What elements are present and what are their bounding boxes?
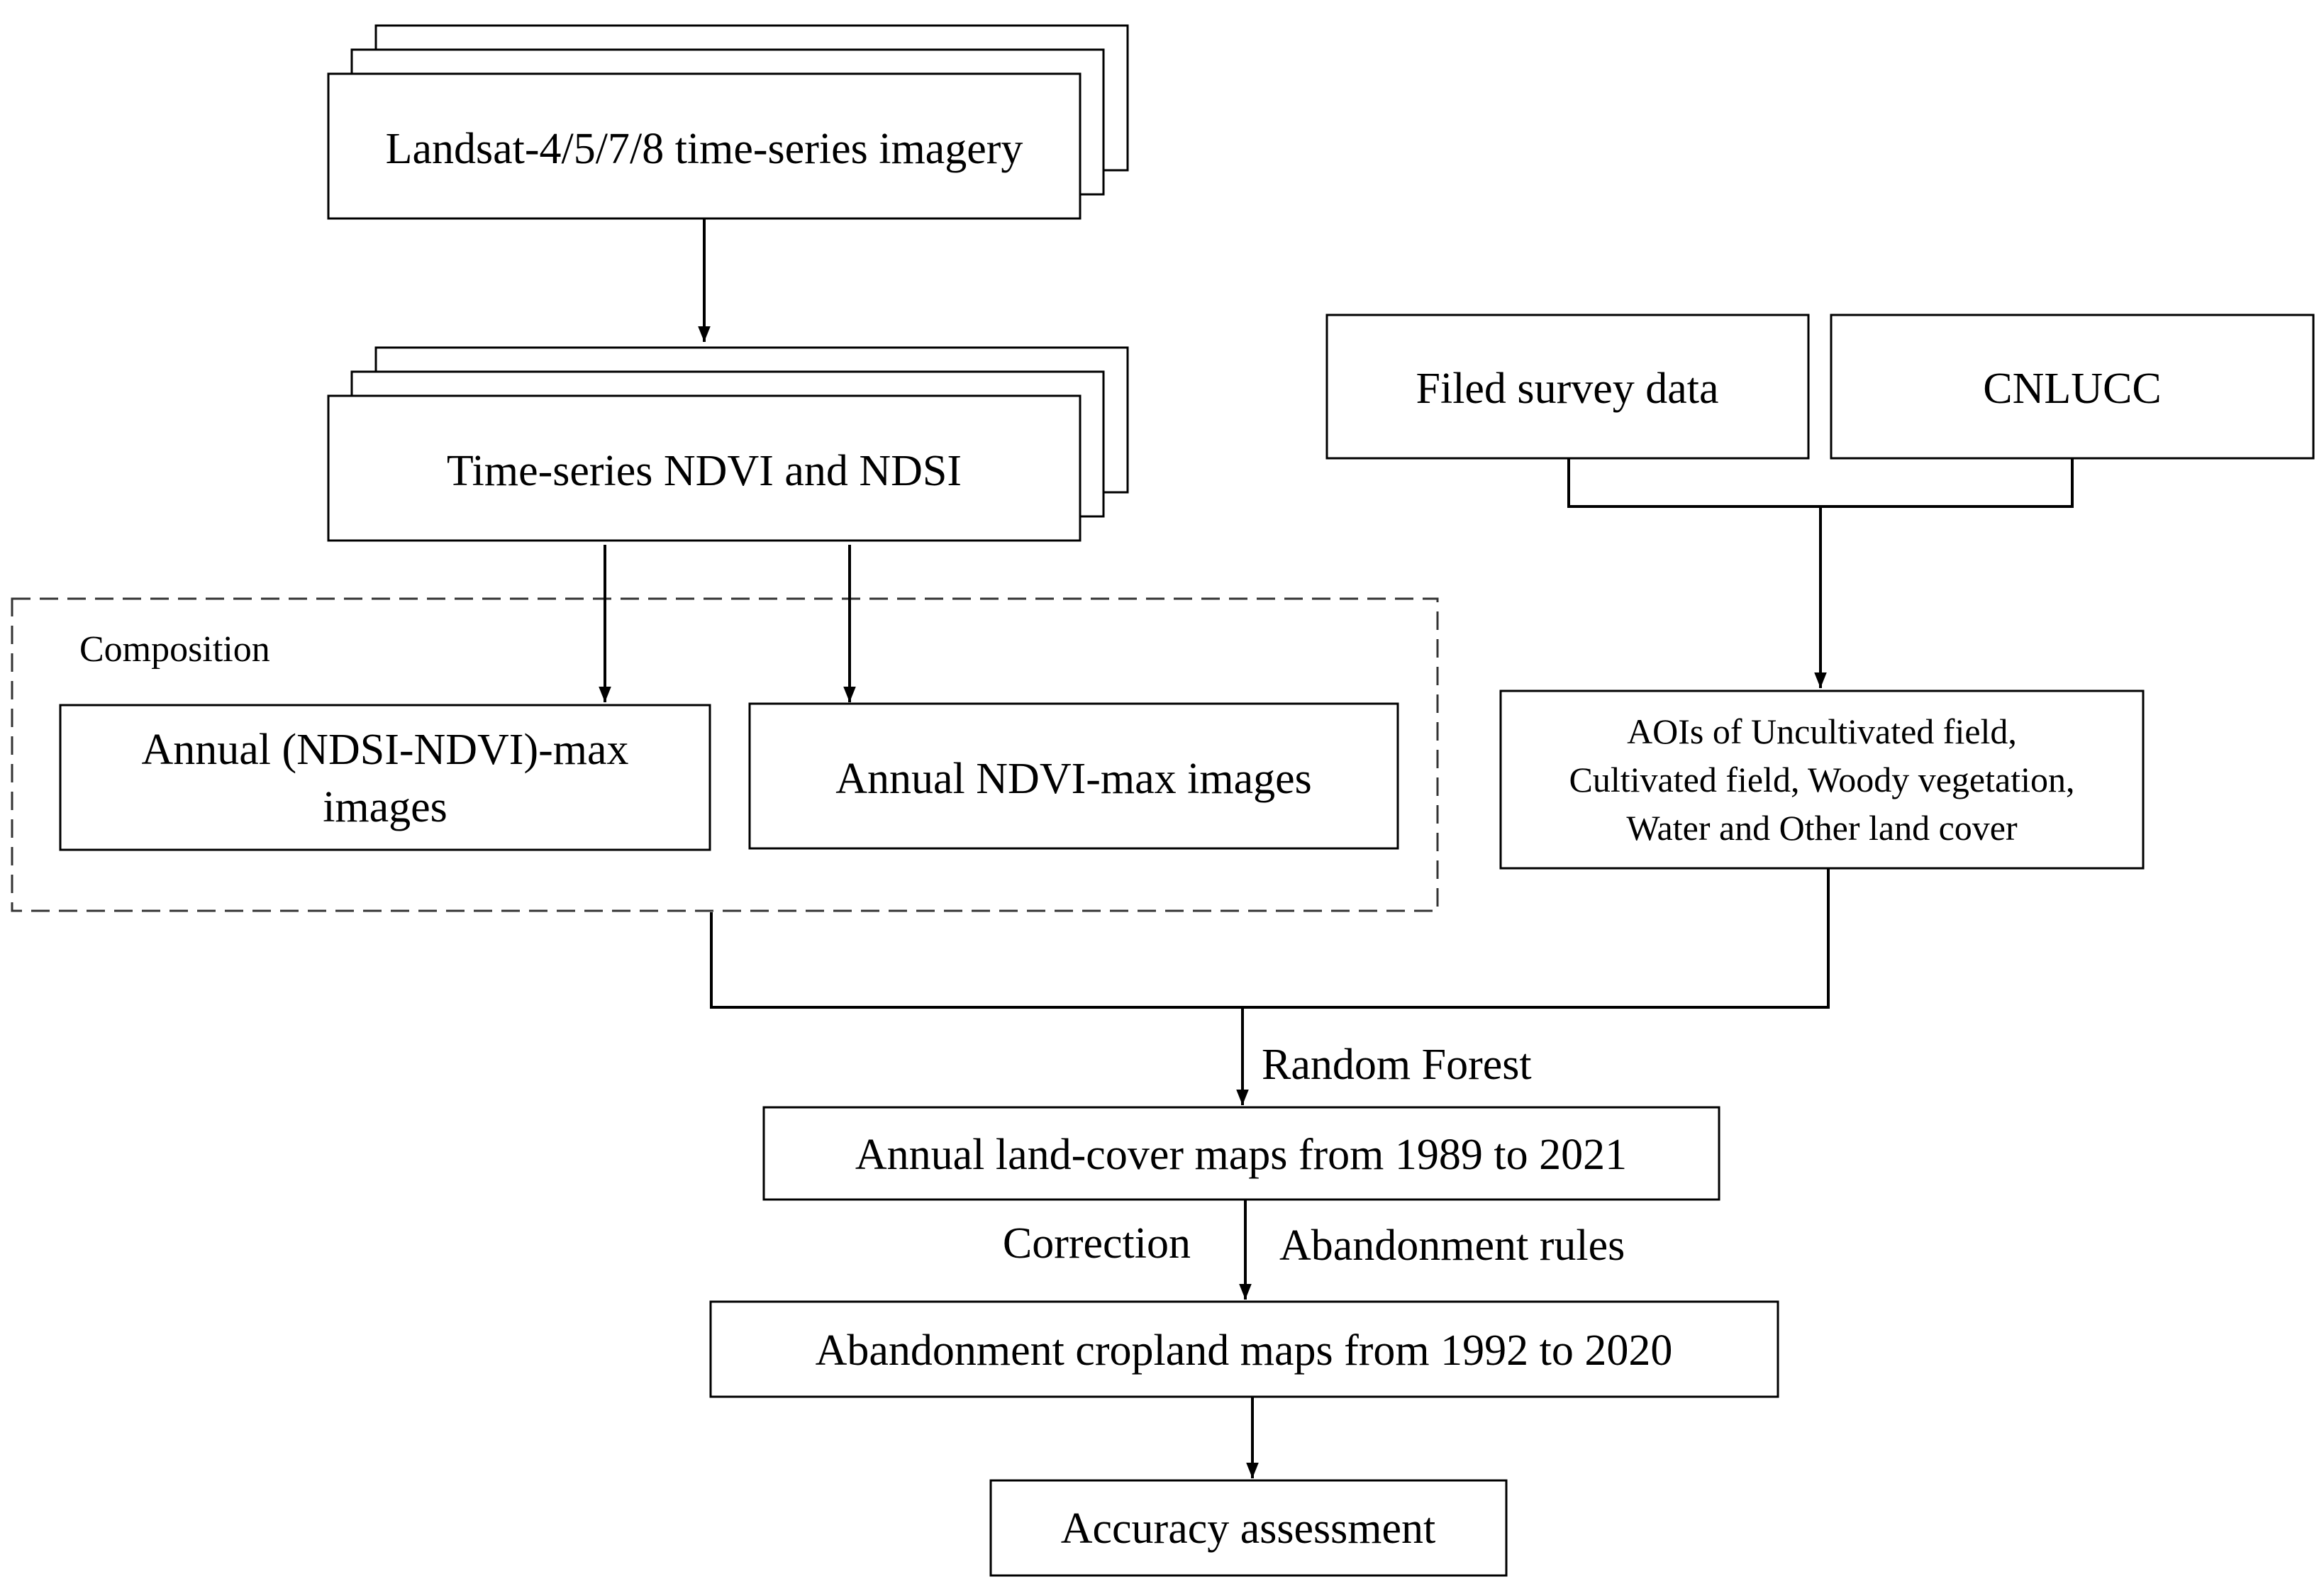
land-cover-maps-box	[762, 1106, 1720, 1201]
composition-label: Composition	[79, 629, 270, 670]
abandonment-maps-label: Abandonment cropland maps from 1992 to 2…	[816, 1327, 1673, 1375]
field-survey-box	[1325, 314, 1810, 460]
correction-label: Correction	[1003, 1219, 1191, 1268]
annual-ndsi-ndvi-max-box	[59, 704, 711, 851]
accuracy-box	[989, 1479, 1508, 1577]
aois-label-2: Cultivated field, Woody vegetation,	[1569, 760, 2075, 799]
ndvi-ndsi-label: Time-series NDVI and NDSI	[447, 447, 962, 495]
cnlucc-label: CNLUCC	[1983, 365, 2161, 413]
accuracy-label: Accuracy assessment	[1061, 1505, 1436, 1553]
annual-ndvi-max-box	[748, 702, 1399, 850]
ndvi-ndsi-box	[327, 394, 1082, 542]
land-cover-maps-label: Annual land-cover maps from 1989 to 2021	[855, 1131, 1627, 1179]
random-forest-label: Random Forest	[1262, 1041, 1532, 1089]
aois-box	[1499, 689, 2145, 870]
aois-label-1: AOIs of Uncultivated field,	[1627, 711, 2017, 751]
annual-ndsi-ndvi-max-label-1: Annual (NDSI-NDVI)-max	[142, 726, 629, 774]
ndvi-ndsi-stack: Time-series NDVI and NDSI	[327, 346, 1129, 542]
cnlucc-box	[1830, 314, 2315, 460]
annual-ndsi-ndvi-max-label-2: images	[323, 783, 447, 831]
abandonment-rules-label: Abandonment rules	[1279, 1222, 1625, 1270]
annual-ndvi-max-label: Annual NDVI-max images	[835, 755, 1312, 803]
landsat-stack: Landsat-4/5/7/8 time-series imagery	[327, 24, 1129, 220]
landsat-box	[327, 72, 1082, 220]
connector-field-cnlucc	[1567, 458, 2074, 508]
aois-label-3: Water and Other land cover	[1626, 808, 2018, 848]
field-survey-label: Filed survey data	[1416, 365, 1718, 413]
landsat-label: Landsat-4/5/7/8 time-series imagery	[386, 125, 1023, 173]
composition-group	[11, 597, 1439, 912]
abandonment-maps-box	[709, 1300, 1779, 1398]
connector-composition-aois	[710, 868, 1830, 1009]
